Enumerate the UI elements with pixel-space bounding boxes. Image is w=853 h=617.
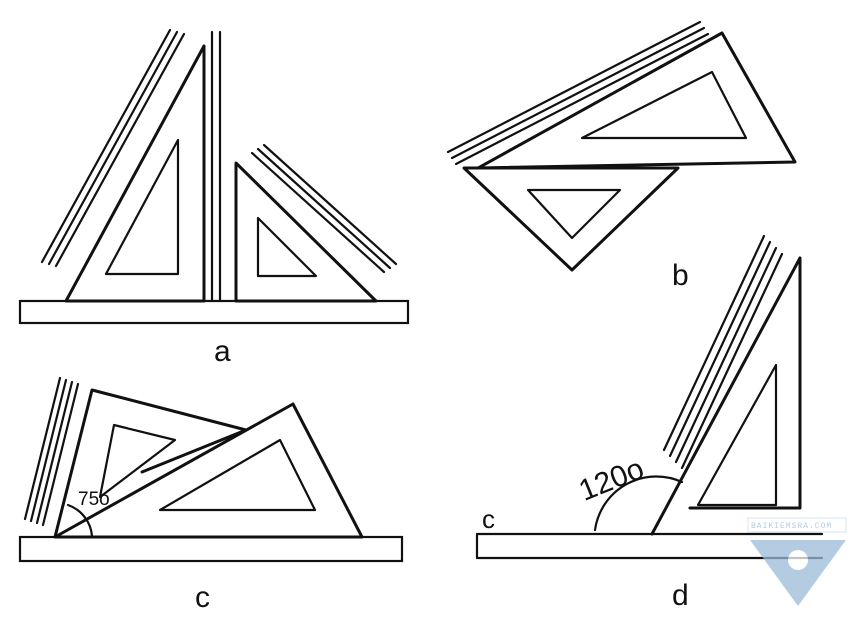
panel-d: c 120o d	[475, 234, 824, 612]
watermark-banner	[747, 517, 847, 533]
label-c: c	[195, 581, 210, 614]
ruler-c	[18, 535, 404, 563]
line-c-label: c	[482, 504, 495, 534]
label-d: d	[672, 579, 689, 612]
set-square-c-right-inner	[158, 438, 317, 512]
panel-c: 75o c	[18, 376, 404, 614]
angle-label-c: 75o	[78, 489, 110, 510]
set-square-b-lower	[462, 166, 680, 272]
hatch-lines-b	[446, 20, 710, 166]
hatch-lines-a-right	[250, 143, 398, 274]
set-square-d-inner	[696, 363, 778, 507]
hatch-lines-d	[662, 234, 784, 470]
set-square-c-left-inner	[98, 423, 177, 499]
set-square-a-right	[234, 161, 378, 303]
set-square-a-left-inner	[104, 138, 180, 276]
set-square-c-left	[53, 388, 248, 539]
set-square-a-left	[64, 44, 206, 303]
set-square-d	[650, 256, 802, 536]
panel-b: b	[446, 20, 797, 292]
watermark: BAIKIEMSRA.COM	[747, 517, 847, 606]
angle-arc-d	[593, 475, 684, 532]
watermark-shield-icon	[750, 540, 846, 606]
set-square-c-right	[53, 402, 364, 539]
angle-label-d: 120o	[574, 452, 648, 508]
hatch-lines-a-left	[40, 28, 186, 268]
watermark-text: BAIKIEMSRA.COM	[751, 522, 832, 531]
vertical-lines-a	[210, 30, 222, 303]
angle-arc-c	[66, 503, 94, 538]
set-square-b-upper	[476, 31, 797, 170]
set-square-b-upper-inner	[580, 70, 748, 140]
panel-a: a	[18, 28, 410, 368]
line-c-bottom	[475, 532, 824, 560]
label-a: a	[214, 335, 231, 368]
watermark-circle-icon	[788, 550, 808, 570]
hatch-lines-c	[23, 376, 80, 527]
set-square-b-lower-inner	[526, 188, 622, 240]
set-square-a-right-inner	[256, 216, 318, 278]
label-b: b	[672, 259, 689, 292]
ruler-a	[18, 299, 410, 325]
